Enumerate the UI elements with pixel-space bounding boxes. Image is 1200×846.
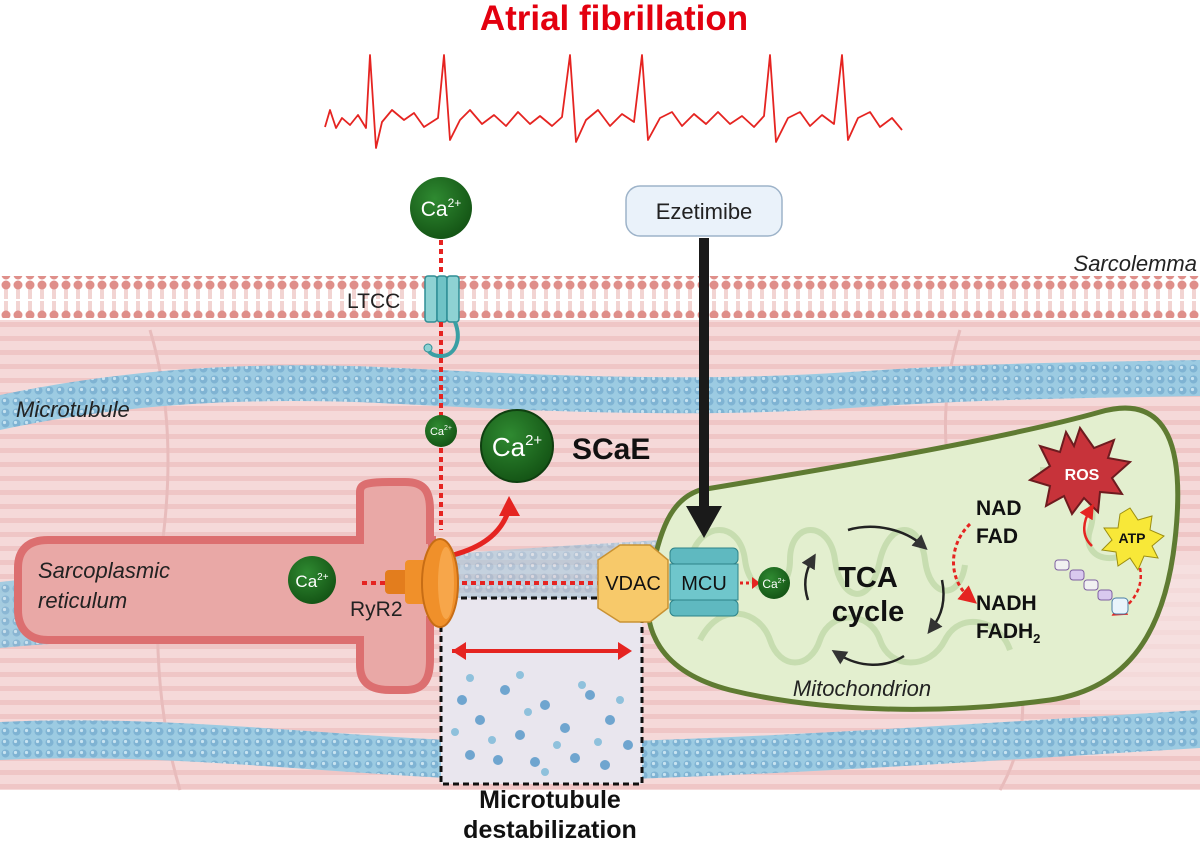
svg-text:Ca2+: Ca2+ (430, 425, 452, 438)
svg-text:VDAC: VDAC (605, 573, 661, 595)
tca-cycle: TCA cycle (831, 525, 945, 666)
ltcc-label: LTCC (347, 290, 400, 313)
sr-label-line1: Sarcoplasmic (38, 558, 170, 583)
atp-burst: ATP (1100, 507, 1165, 572)
svg-text:Ca2+: Ca2+ (295, 572, 328, 591)
destabilization-label-line1: Microtubule (479, 786, 621, 814)
svg-text:TCA: TCA (838, 562, 898, 594)
scae-label: SCaE (572, 433, 650, 466)
ecg-trace (324, 54, 903, 149)
nad-label: NAD (976, 497, 1022, 520)
sarcolemma-label: Sarcolemma (1074, 251, 1197, 276)
vdac-channel: VDAC (597, 544, 669, 623)
svg-text:Ca2+: Ca2+ (762, 577, 785, 591)
svg-text:Ca2+: Ca2+ (421, 196, 462, 221)
sarcoplasmic-reticulum (14, 478, 436, 694)
svg-text:cycle: cycle (832, 596, 905, 628)
calcium-leak-arrow (452, 511, 511, 558)
sarcolemma-membrane (0, 276, 1200, 318)
nadh-label: NADH (976, 592, 1037, 615)
mcu-channel: MCU (669, 547, 739, 617)
svg-text:ROS: ROS (1065, 467, 1100, 484)
ezetimibe-label: Ezetimibe (656, 199, 753, 224)
calcium-ion-influx: Ca2+ (425, 415, 457, 447)
microtubule-label: Microtubule (16, 397, 130, 422)
microtubule-upper (0, 360, 1200, 430)
ltcc-channel (423, 275, 460, 359)
fad-label: FAD (976, 525, 1018, 548)
sr-label-line2: reticulum (38, 588, 127, 613)
electron-transport-chain-icon (1054, 559, 1129, 615)
destabilization-label-line2: destabilization (463, 816, 637, 844)
svg-text:MCU: MCU (681, 573, 727, 595)
ryr2-channel (385, 538, 459, 628)
calcium-ion-extracellular: Ca2+ (410, 177, 472, 239)
mitochondrion-label: Mitochondrion (793, 676, 931, 701)
ezetimibe-box: Ezetimibe (625, 185, 783, 237)
destabilization-zone (439, 596, 644, 786)
fadh2-label: FADH2 (976, 620, 1040, 646)
svg-text:ATP: ATP (1119, 530, 1146, 546)
calcium-ion-sr: Ca2+ (288, 556, 336, 604)
calcium-ion-scae: Ca2+ (480, 409, 554, 483)
calcium-ion-mitochondrial: Ca2+ (758, 567, 790, 599)
ryr2-label: RyR2 (350, 598, 403, 621)
svg-text:Ca2+: Ca2+ (492, 432, 543, 462)
diagram-title: Atrial fibrillation (480, 0, 748, 38)
ros-burst: ROS (1027, 425, 1133, 516)
